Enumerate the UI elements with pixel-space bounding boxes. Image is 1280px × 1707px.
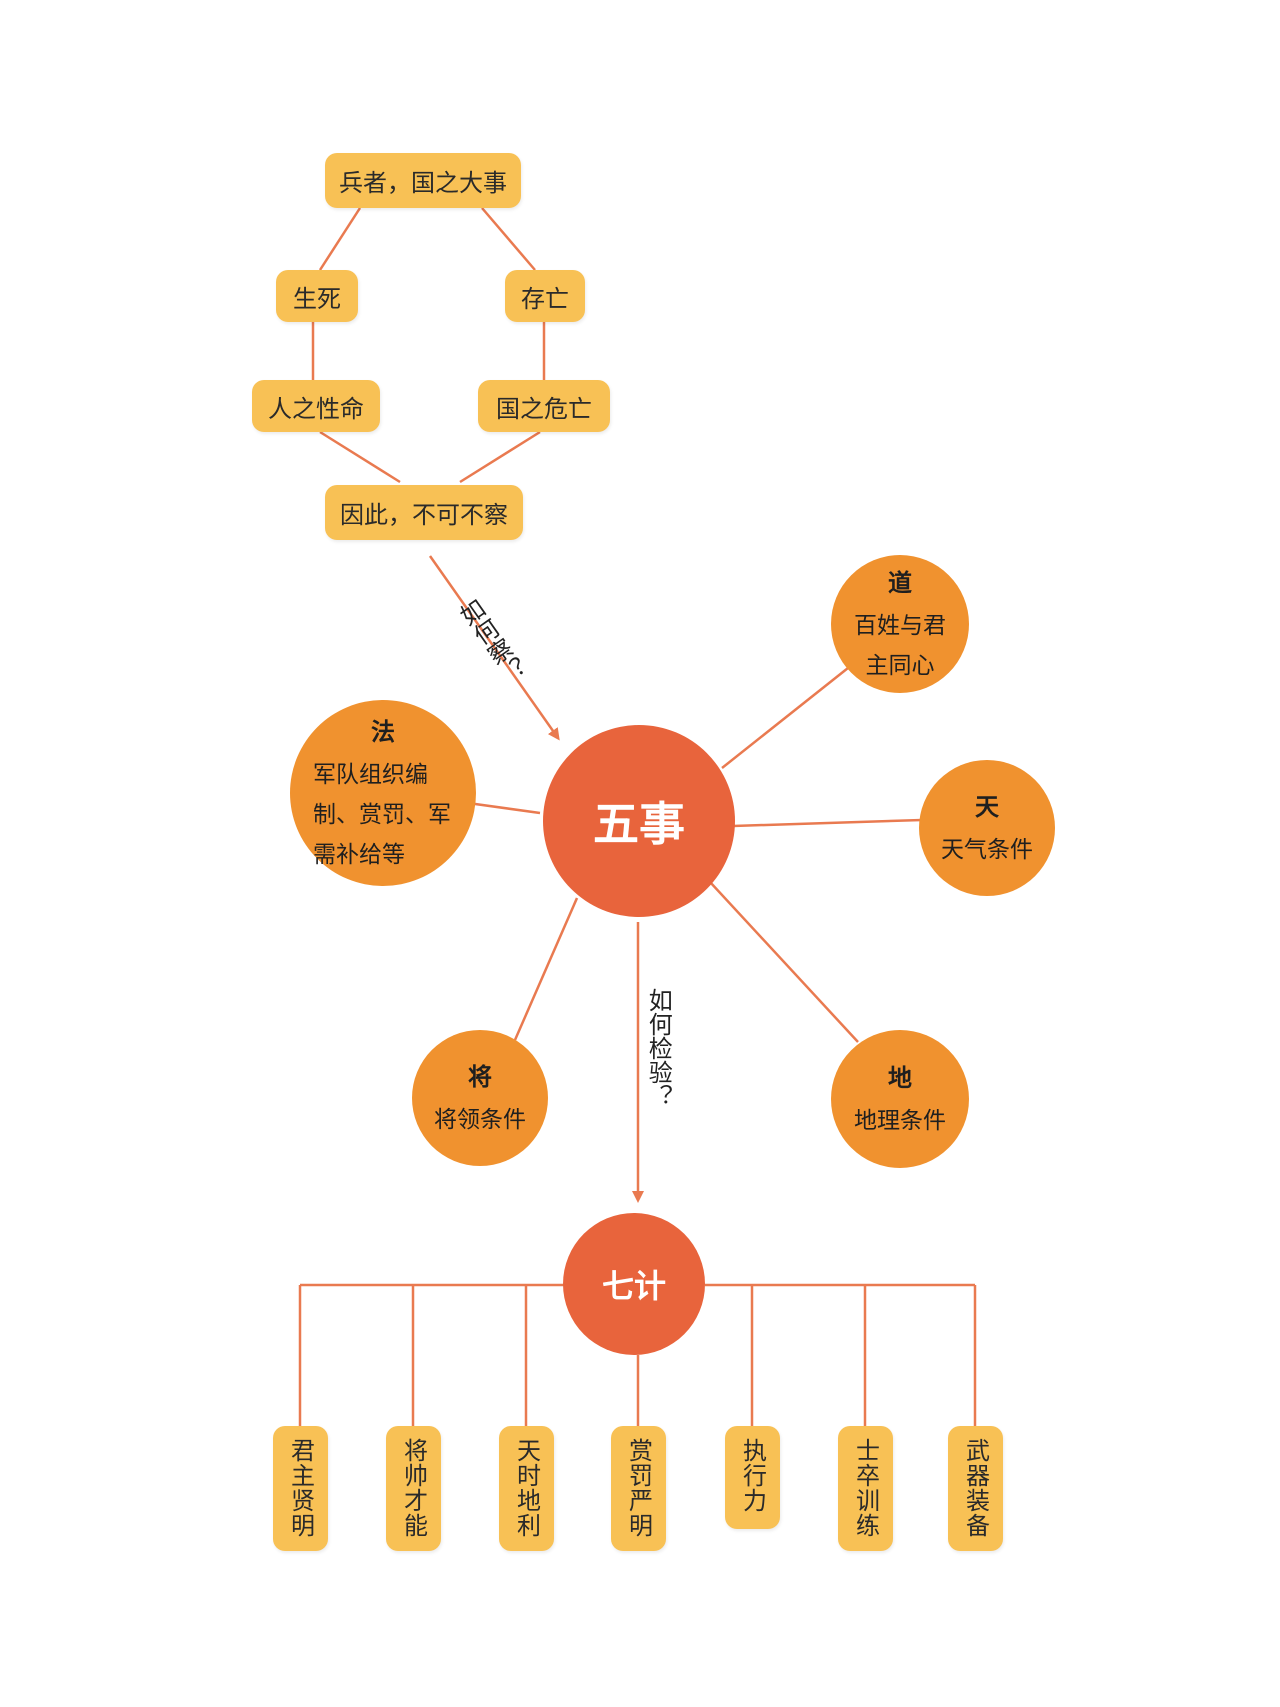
qiji-item-6: 士卒训练: [838, 1426, 893, 1551]
fa-desc: 军队组织编制、赏罚、军需补给等: [313, 761, 451, 868]
qiji-hub: 七计: [563, 1213, 705, 1355]
qiji-item-7: 武器装备: [948, 1426, 1003, 1551]
qiji-item-label: 将帅才能: [399, 1438, 428, 1538]
fa-title: 法: [371, 717, 395, 746]
qiji-item-1: 君主贤明: [273, 1426, 328, 1551]
root-box: 兵者，国之大事: [325, 153, 521, 208]
qiji-item-5: 执行力: [725, 1426, 780, 1529]
circle-tian: 天 天气条件: [919, 760, 1055, 896]
qiji-item-2: 将帅才能: [386, 1426, 441, 1551]
left-box-1: 生死: [276, 270, 358, 322]
di-title: 地: [888, 1063, 912, 1092]
circle-di: 地 地理条件: [831, 1030, 969, 1168]
qiji-item-label: 武器装备: [961, 1438, 990, 1538]
right-label-2: 国之危亡: [496, 394, 592, 423]
jiang-title: 将: [468, 1062, 492, 1091]
dao-desc: 百姓与君主同心: [854, 612, 946, 679]
qiji-item-3: 天时地利: [499, 1426, 554, 1551]
right-box-2: 国之危亡: [478, 380, 610, 432]
tian-title: 天: [975, 792, 999, 821]
di-desc: 地理条件: [854, 1107, 946, 1134]
spoke-dao: [721, 667, 849, 769]
qiji-item-4: 赏罚严明: [611, 1426, 666, 1551]
qiji-item-label: 君主贤明: [286, 1438, 315, 1538]
tian-desc: 天气条件: [941, 836, 1033, 863]
jiang-desc: 将领条件: [434, 1106, 526, 1133]
edge-left-bottom: [319, 430, 401, 484]
dao-title: 道: [888, 568, 912, 597]
spoke-fa: [467, 801, 541, 815]
circle-jiang: 将 将领条件: [412, 1030, 548, 1166]
left-label-2: 人之性命: [268, 394, 364, 423]
circle-fa: 法 军队组织编制、赏罚、军需补给等: [290, 700, 476, 886]
root-label: 兵者，国之大事: [339, 169, 507, 197]
qiji-hub-label: 七计: [601, 1267, 666, 1305]
bottom-box: 因此，不可不察: [325, 485, 523, 540]
spoke-di: [709, 881, 859, 1043]
how-verify-label: 如何检验？: [644, 988, 673, 1108]
qiji-item-label: 天时地利: [512, 1438, 541, 1538]
qiji-item-label: 赏罚严明: [624, 1438, 653, 1538]
left-label-1: 生死: [293, 284, 341, 313]
edge-right-bottom: [459, 430, 541, 484]
left-box-2: 人之性命: [252, 380, 380, 432]
spoke-tian: [732, 818, 923, 828]
circle-dao: 道 百姓与君主同心: [831, 555, 969, 693]
qiji-item-label: 士卒训练: [851, 1438, 880, 1538]
edge-root-left: [318, 207, 362, 271]
right-box-1: 存亡: [505, 270, 585, 322]
qiji-item-label: 执行力: [738, 1438, 767, 1513]
right-label-1: 存亡: [521, 284, 569, 313]
edge-root-right: [481, 207, 536, 271]
wushi-hub-label: 五事: [593, 797, 685, 851]
spoke-jiang: [513, 897, 579, 1041]
wushi-hub: 五事: [543, 725, 735, 917]
bottom-label: 因此，不可不察: [340, 501, 508, 529]
arrow-to-wushi: [428, 555, 560, 741]
